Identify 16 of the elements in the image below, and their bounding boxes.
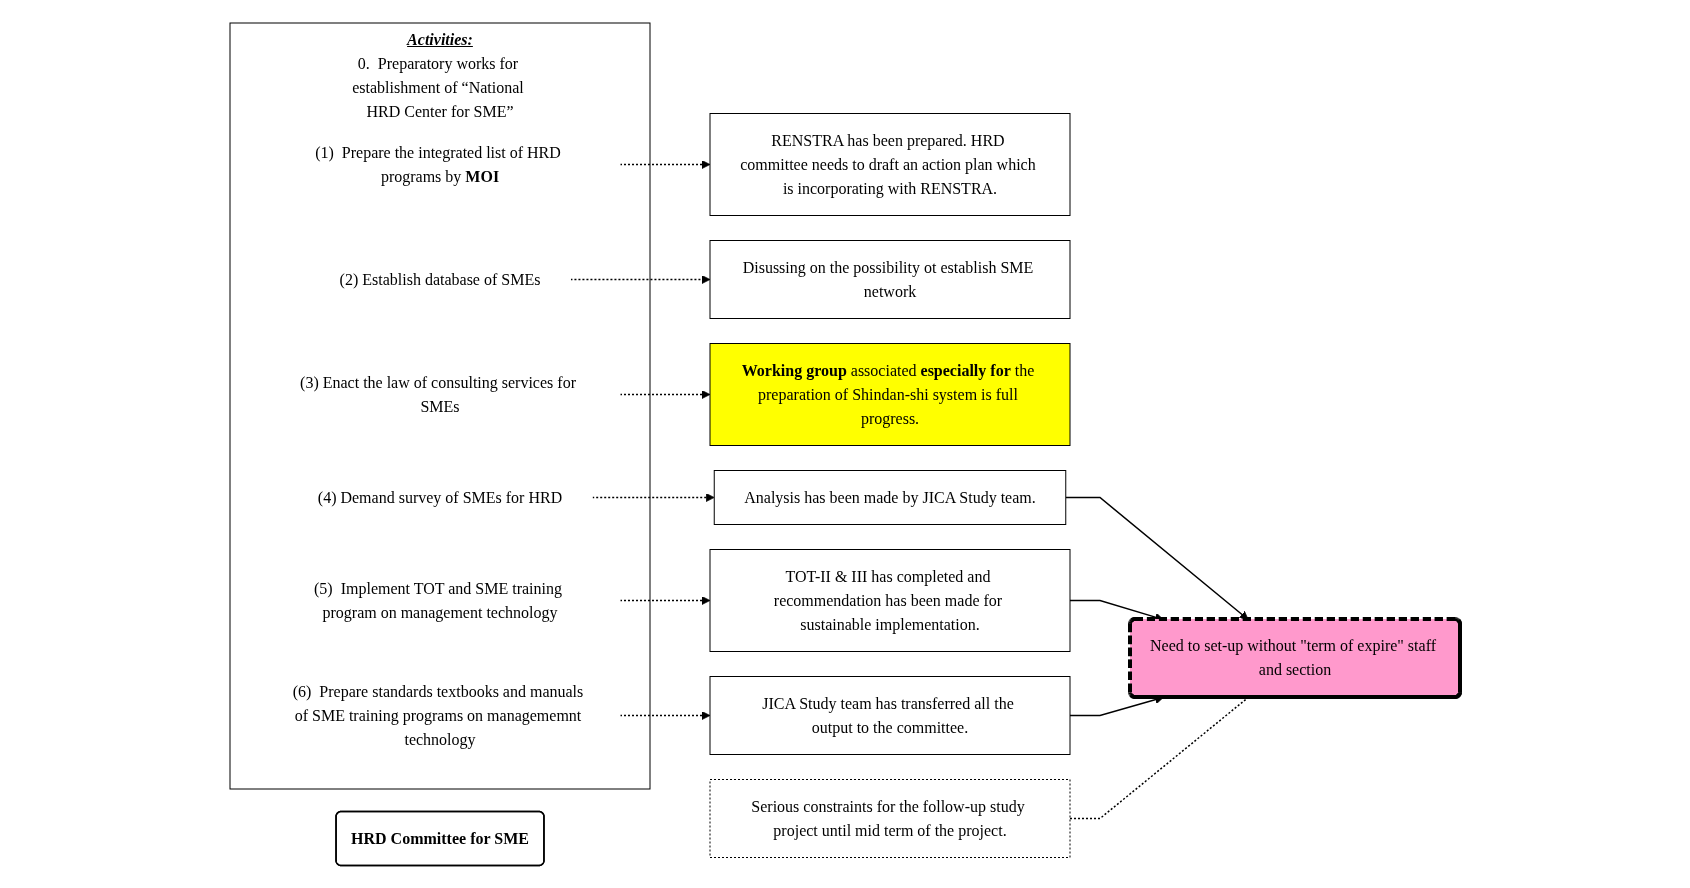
node-box: Serious constraints for the follow-up study project until mid term of the project. [709,778,1071,858]
node-text: (5) Implement TOT and SME training program on management technology [314,579,562,621]
arrow [569,274,711,284]
node-text: (1) Prepare the integrated list of HRD programs by MOI [315,143,561,185]
node-box: Disussing on the possibility ot establish SME network [709,239,1071,319]
node-text: (6) Prepare standards textbooks and manuals of SME training programs on managememnt technology [292,682,584,748]
arrow [591,492,715,502]
node-box: JICA Study team has transferred all the output to the committee. [709,675,1071,755]
node-box: Working group associated especially for the preparation of Shindan-shi system is full progress. [709,342,1071,446]
node-box: Analysis has been made by JICA Study team. [713,469,1067,525]
node-text: (4) Demand survey of SMEs for HRD [317,488,563,506]
node-box: RENSTRA has been prepared. HRD committee needs to draft an action plan which is incorporating with RENSTRA. [709,112,1071,216]
node-text: (2) Establish database of SMEs [339,270,541,288]
connector [1069,696,1249,819]
node-box: TOT-II & III has completed and recommendation has been made for sustainable implementation. [709,548,1071,652]
node-text: (3) Enact the law of consulting services for SMEs [300,373,576,415]
